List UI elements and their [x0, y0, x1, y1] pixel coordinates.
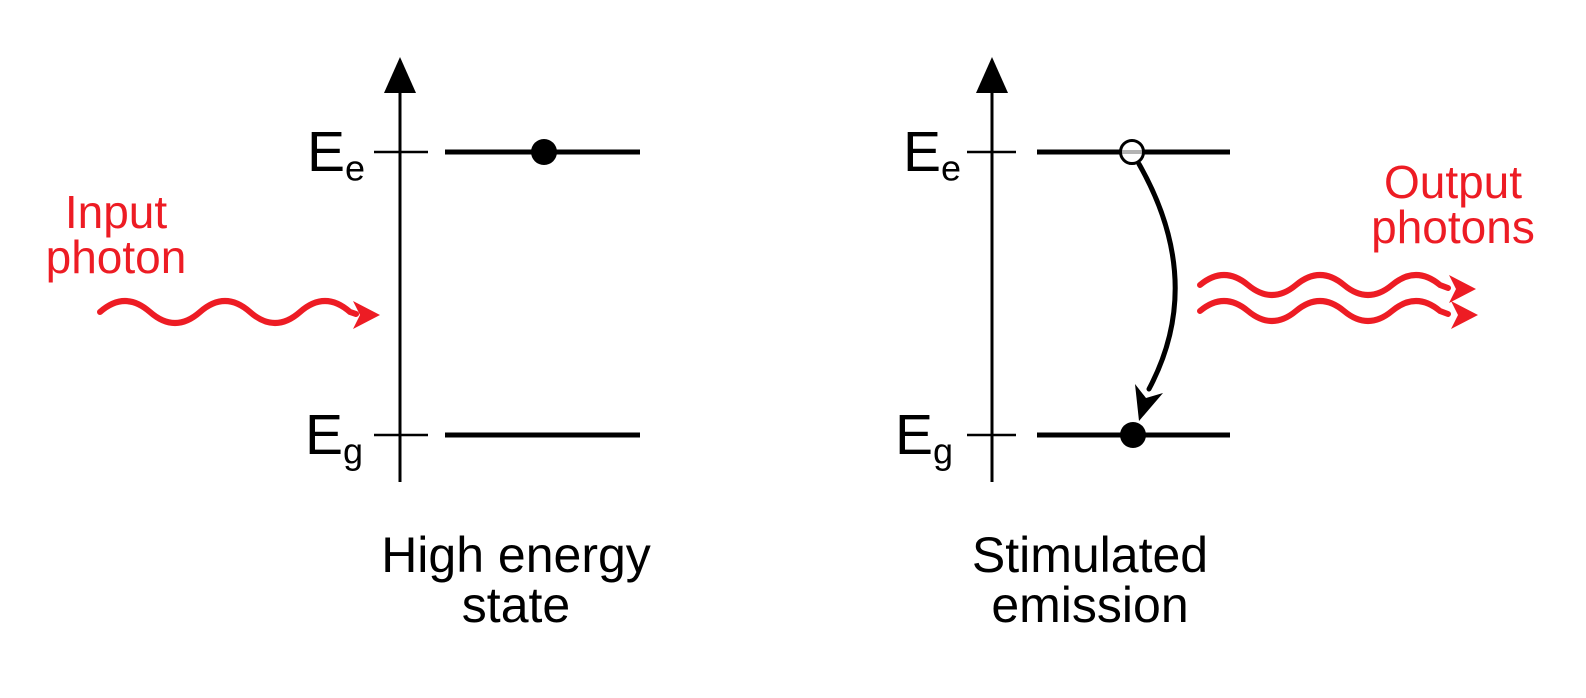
energy-symbol: E [895, 403, 934, 467]
left-panel-caption-line2: state [461, 577, 571, 633]
left-panel-caption: High energy state [366, 530, 666, 630]
input-photon-wavy-line [97, 298, 359, 326]
input-photon-label-line2: photon [45, 231, 187, 283]
output-photon-arrowhead-icon-1 [1449, 275, 1476, 303]
electron-dot [531, 139, 557, 165]
input-photon-arrowhead-icon [353, 301, 380, 329]
input-photon-label: Input photon [16, 186, 216, 283]
energy-axis-arrowhead-icon [384, 57, 416, 93]
right-lower-level-label: Eg [895, 407, 953, 469]
right-upper-level-label: Ee [903, 124, 961, 186]
output-photon-wavy-line-1 [1197, 272, 1451, 298]
energy-symbol: E [305, 403, 344, 467]
right-energy-diagram [967, 57, 1478, 482]
energy-subscript: g [343, 430, 364, 472]
output-photons-label-line2: photons [1371, 201, 1535, 253]
left-panel-caption-line1: High energy [381, 527, 651, 583]
output-photons-label: Output photons [1313, 156, 1586, 253]
right-panel-caption-line2: emission [991, 577, 1189, 633]
right-panel-caption-line1: Stimulated [971, 527, 1209, 583]
energy-subscript: e [941, 147, 962, 189]
energy-subscript: g [933, 430, 954, 472]
input-photon-label-line1: Input [64, 186, 168, 238]
left-energy-diagram [97, 57, 640, 482]
energy-subscript: e [345, 147, 366, 189]
left-upper-level-label: Ee [307, 124, 365, 186]
right-panel-caption: Stimulated emission [940, 530, 1240, 630]
electron-dot [1120, 422, 1146, 448]
energy-symbol: E [307, 120, 346, 184]
empty-electron-circle [1119, 139, 1145, 165]
energy-symbol: E [903, 120, 942, 184]
left-lower-level-label: Eg [305, 407, 363, 469]
transition-arrowhead-icon [1135, 384, 1163, 421]
output-photon-wavy-line-2 [1197, 298, 1451, 324]
output-photons-label-line1: Output [1383, 156, 1523, 208]
output-photon-arrowhead-icon-2 [1451, 301, 1478, 329]
energy-axis-arrowhead-icon [976, 57, 1008, 93]
transition-arrow-curve [1136, 161, 1178, 392]
